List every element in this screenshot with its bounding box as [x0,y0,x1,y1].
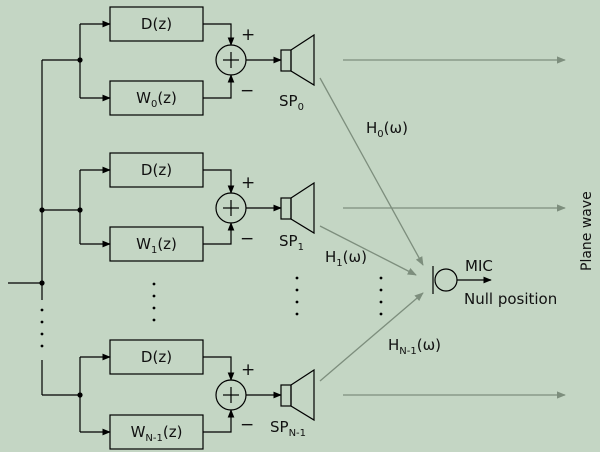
path-arrow-1 [319,225,417,276]
w-filter-0-label: W0(z) [136,89,177,110]
d-filter-0-label: D(z) [141,15,172,33]
plus-sign-0: + [241,25,255,45]
channel-0: D(z) W0(z) + − SP0 [77,6,315,116]
path-label-n-1: HN-1(ω) [388,336,441,357]
minus-sign-1: − [240,229,254,249]
plus-sign-1: + [241,173,255,193]
summing-junction-0 [215,44,247,76]
w-filter-1-label: W1(z) [136,235,177,256]
speaker-label-0: SP0 [279,92,304,113]
speaker-label-1: SP1 [279,232,304,253]
path-arrow-n-1 [319,292,424,382]
path-label-0: H0(ω) [366,119,408,140]
plus-sign-n-1: + [241,360,255,380]
d-filter-n-1-label: D(z) [141,348,172,366]
channel-1: D(z) W1(z) + − SP1 [77,152,315,262]
path-arrow-0 [319,77,424,266]
minus-sign-n-1: − [240,415,254,435]
summing-junction-1 [215,192,247,224]
vertical-ellipsis-filters [152,282,156,322]
microphone-icon [432,266,458,294]
speaker-icon-1 [280,181,315,235]
vertical-ellipsis-input [40,308,44,348]
speaker-label-n-1: SPN-1 [270,418,306,439]
d-filter-1-label: D(z) [141,161,172,179]
w-filter-n-1-label: WN-1(z) [131,423,183,444]
minus-sign-0: − [240,81,254,101]
speaker-icon-n-1 [280,368,315,422]
speaker-icon-0 [280,33,315,87]
null-position-label: Null position [464,290,557,308]
vertical-ellipsis-speakers [295,276,299,316]
channel-n-1: D(z) WN-1(z) + − SPN-1 [77,339,315,450]
path-label-1: H1(ω) [325,248,367,269]
summing-junction-n-1 [215,379,247,411]
input-bus [8,59,80,396]
vertical-ellipsis-paths [379,276,383,316]
plane-wave-label: Plane wave [579,191,595,271]
mic-label: MIC [465,257,493,275]
